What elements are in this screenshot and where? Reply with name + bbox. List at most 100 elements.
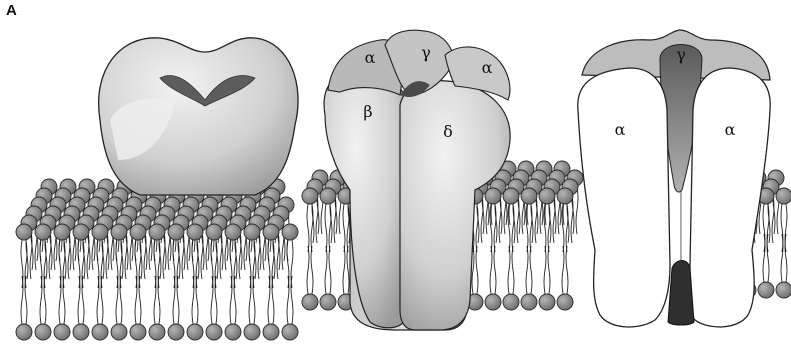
label-beta: β (363, 102, 372, 121)
lipid-tail (158, 276, 160, 324)
subunit-delta (400, 81, 510, 330)
lipid-head (302, 294, 318, 310)
lipid-tail (211, 276, 213, 324)
lipid-tail (192, 276, 194, 324)
lipid-head (168, 224, 184, 240)
lipid-tail (154, 276, 156, 324)
lipid-head (54, 224, 70, 240)
lipid-head (92, 324, 108, 340)
lipid-head (282, 324, 298, 340)
lipid-tail (215, 276, 217, 324)
lipid-head (73, 324, 89, 340)
lipid-tail (234, 276, 236, 324)
lipid-tail (78, 276, 80, 324)
lipid-head (302, 188, 318, 204)
lipid-tail (343, 246, 345, 294)
lipid-tail (512, 246, 514, 294)
lipid-tail (63, 276, 65, 324)
lipid-head (320, 294, 336, 310)
lipid-head (539, 294, 555, 310)
lipid-tail (139, 276, 141, 324)
label-section-gamma: γ (676, 45, 686, 64)
lipid-tail (59, 276, 61, 324)
lipid-head (225, 324, 241, 340)
lipid-tail (767, 234, 769, 282)
lipid-tail (576, 186, 578, 234)
lipid-head (168, 324, 184, 340)
receptor-subunit-view: α γ α β δ (324, 30, 510, 330)
lipid-tail (177, 276, 179, 324)
lipid-tail (25, 276, 27, 324)
lipid-head (92, 224, 108, 240)
lipid-tail (101, 276, 103, 324)
lipid-tail (40, 276, 42, 324)
lipid-tail (97, 276, 99, 324)
lipid-tail (307, 246, 309, 294)
lipid-head (130, 224, 146, 240)
lipid-tail (347, 246, 349, 294)
lipid-tail (120, 276, 122, 324)
lipid-tail (530, 246, 532, 294)
lipid-head (503, 188, 519, 204)
channel-pore (668, 261, 694, 326)
lipid-tail (548, 246, 550, 294)
lipid-head (485, 294, 501, 310)
lipid-head (16, 224, 32, 240)
lipid-tail (490, 246, 492, 294)
lipid-head (539, 188, 555, 204)
lipid-head (35, 224, 51, 240)
lipid-tail (173, 276, 175, 324)
label-alpha-left: α (365, 48, 376, 67)
lipid-head (521, 188, 537, 204)
lipid-head (521, 294, 537, 310)
lipid-tail (494, 246, 496, 294)
lipid-tail (343, 204, 345, 252)
lipid-head (485, 188, 501, 204)
lipid-tail (325, 204, 327, 252)
lipid-head (206, 224, 222, 240)
lipid-tail (196, 276, 198, 324)
lipid-tail (476, 246, 478, 294)
lipid-bilayer-left (16, 179, 298, 340)
lipid-tail (135, 276, 137, 324)
lipid-tail (785, 234, 787, 282)
lipid-tail (116, 276, 118, 324)
lipid-head (263, 224, 279, 240)
label-section-alpha-right: α (725, 120, 736, 139)
lipid-tail (272, 276, 274, 324)
label-alpha-right: α (482, 58, 493, 77)
lipid-tail (311, 246, 313, 294)
lipid-tail (307, 204, 309, 252)
lipid-tail (44, 276, 46, 324)
lipid-head (111, 324, 127, 340)
lipid-tail (291, 276, 293, 324)
lipid-head (244, 224, 260, 240)
lipid-tail (566, 246, 568, 294)
lipid-tail (508, 246, 510, 294)
lipid-head (206, 324, 222, 340)
lipid-head (320, 188, 336, 204)
label-delta: δ (443, 122, 453, 141)
lipid-head (758, 282, 774, 298)
lipid-head (282, 224, 298, 240)
lipid-tail (249, 276, 251, 324)
lipid-tail (230, 276, 232, 324)
lipid-tail (562, 246, 564, 294)
lipid-head (557, 188, 573, 204)
receptor-side-view (99, 38, 298, 195)
lipid-head (776, 188, 791, 204)
lipid-tail (763, 234, 765, 282)
lipid-head (244, 324, 260, 340)
lipid-head (187, 324, 203, 340)
lipid-head (111, 224, 127, 240)
lipid-tail (329, 246, 331, 294)
lipid-head (557, 294, 573, 310)
lipid-head (73, 224, 89, 240)
label-section-alpha-left: α (615, 120, 626, 139)
lipid-tail (268, 276, 270, 324)
lipid-head (187, 224, 203, 240)
lipid-head (35, 324, 51, 340)
lipid-head (149, 324, 165, 340)
